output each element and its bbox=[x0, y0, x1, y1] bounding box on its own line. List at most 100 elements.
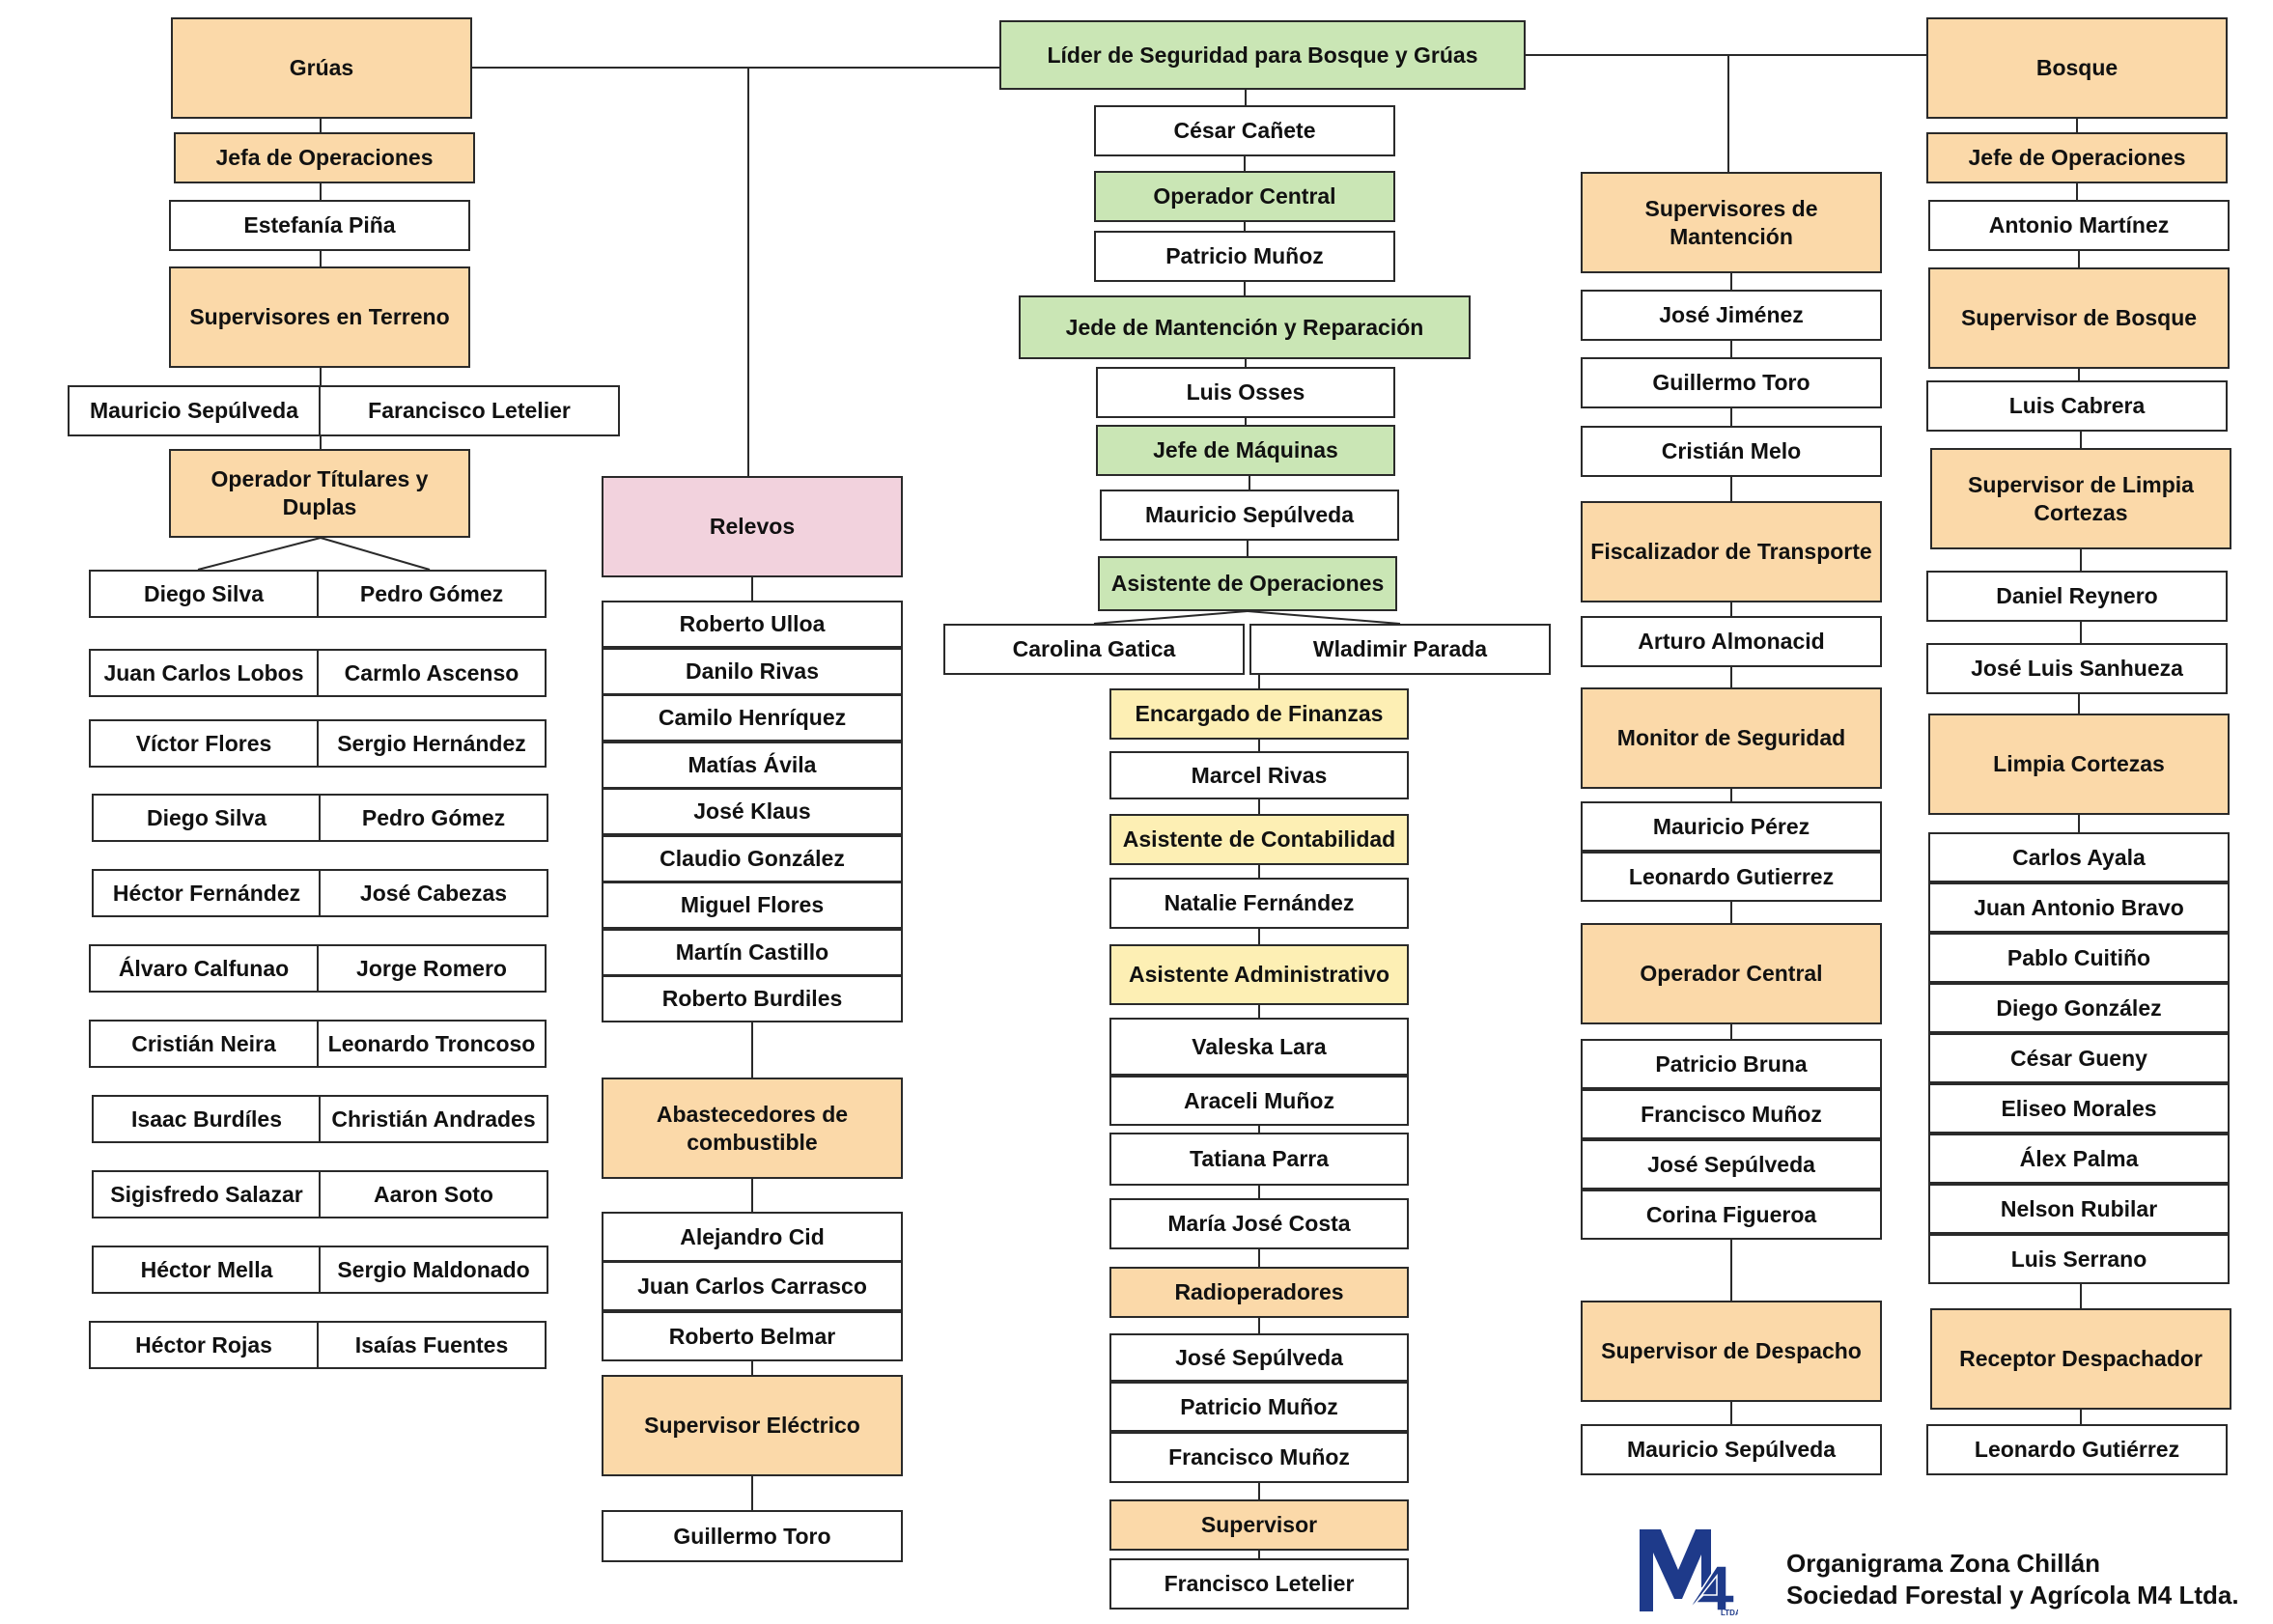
mantencion-role-box: Operador Central bbox=[1581, 923, 1882, 1024]
bosque-role-box: Limpia Cortezas bbox=[1928, 714, 2230, 815]
mantencion-name-box: Mauricio Sepúlveda bbox=[1581, 1424, 1882, 1475]
central-name-box: Wladimir Parada bbox=[1249, 624, 1551, 675]
relevos-name-box: Claudio González bbox=[602, 835, 903, 882]
central-name-box: Francisco Letelier bbox=[1109, 1558, 1409, 1610]
central-role-box: Jede de Mantención y Reparación bbox=[1019, 295, 1471, 359]
mantencion-name-box: Cristián Melo bbox=[1581, 426, 1882, 477]
m4-logo-icon: LTDA. bbox=[1640, 1529, 1738, 1616]
bosque-name-box: Carlos Ayala bbox=[1928, 832, 2230, 882]
mantencion-name-box: Francisco Muñoz bbox=[1581, 1089, 1882, 1139]
relevos-name-box: Miguel Flores bbox=[602, 882, 903, 929]
dupla-box-left: Cristián Neira bbox=[89, 1020, 319, 1068]
dupla-box-left: Sigisfredo Salazar bbox=[92, 1170, 322, 1218]
dupla-box-left: Héctor Mella bbox=[92, 1246, 322, 1294]
abastecedores-role-box: Abastecedores de combustible bbox=[602, 1078, 903, 1179]
mantencion-name-box: Corina Figueroa bbox=[1581, 1190, 1882, 1240]
bosque-role-box: Supervisor de Limpia Cortezas bbox=[1930, 448, 2231, 549]
central-name-box: Francisco Muñoz bbox=[1109, 1432, 1409, 1483]
central-name-box: Patricio Muñoz bbox=[1109, 1382, 1409, 1432]
fork-line bbox=[197, 537, 322, 571]
title-line2: Sociedad Forestal y Agrícola M4 Ltda. bbox=[1786, 1581, 2239, 1610]
central-role-box: Encargado de Finanzas bbox=[1109, 688, 1409, 740]
central-role-box: Jefe de Máquinas bbox=[1096, 425, 1395, 476]
dupla-box-left: Víctor Flores bbox=[89, 719, 319, 768]
central-role-box: Operador Central bbox=[1094, 171, 1395, 222]
relevos-name-box: Martín Castillo bbox=[602, 929, 903, 976]
leader-box: Líder de Seguridad para Bosque y Grúas bbox=[999, 20, 1526, 90]
mantencion-role-box: Fiscalizador de Transporte bbox=[1581, 501, 1882, 602]
bosque-name-box: Juan Antonio Bravo bbox=[1928, 882, 2230, 933]
mantencion-role-box: Supervisor de Despacho bbox=[1581, 1301, 1882, 1402]
gruas-supervisor-box: Farancisco Letelier bbox=[319, 385, 620, 436]
bosque-name-box: Eliseo Morales bbox=[1928, 1083, 2230, 1134]
dupla-box-left: Héctor Rojas bbox=[89, 1321, 319, 1369]
abastecedores-name-box: Alejandro Cid bbox=[602, 1212, 903, 1262]
bosque-name-box: Luis Serrano bbox=[1928, 1234, 2230, 1284]
bosque-role-box: Jefe de Operaciones bbox=[1926, 132, 2228, 183]
abastecedores-name-box: Roberto Belmar bbox=[602, 1311, 903, 1361]
logo-sub: LTDA. bbox=[1721, 1609, 1738, 1616]
relevos-name-box: Matías Ávila bbox=[602, 742, 903, 789]
mantencion-role-box: Supervisores de Mantención bbox=[1581, 172, 1882, 273]
dupla-box-left: Diego Silva bbox=[92, 794, 322, 842]
central-name-box: Luis Osses bbox=[1096, 367, 1395, 418]
bosque-name-box: José Luis Sanhueza bbox=[1926, 643, 2228, 694]
dupla-box-right: Pedro Gómez bbox=[319, 794, 548, 842]
dupla-box-left: Isaac Burdíles bbox=[92, 1095, 322, 1143]
dupla-box-left: Álvaro Calfunao bbox=[89, 944, 319, 993]
electrico-name-box: Guillermo Toro bbox=[602, 1510, 903, 1562]
central-role-box: Radioperadores bbox=[1109, 1267, 1409, 1318]
bosque-name-box: Luis Cabrera bbox=[1926, 380, 2228, 432]
central-name-box: Patricio Muñoz bbox=[1094, 231, 1395, 282]
mantencion-name-box: Guillermo Toro bbox=[1581, 357, 1882, 408]
central-name-box: Natalie Fernández bbox=[1109, 878, 1409, 929]
relevos-name-box: Roberto Ulloa bbox=[602, 601, 903, 648]
gruas-supervisores-role-box: Supervisores en Terreno bbox=[169, 266, 470, 368]
central-name-box: Mauricio Sepúlveda bbox=[1100, 490, 1399, 541]
dupla-box-right: Sergio Maldonado bbox=[319, 1246, 548, 1294]
mantencion-name-box: José Sepúlveda bbox=[1581, 1139, 1882, 1190]
fork-line bbox=[320, 537, 431, 571]
dupla-box-right: Sergio Hernández bbox=[317, 719, 547, 768]
mantencion-name-box: Patricio Bruna bbox=[1581, 1039, 1882, 1089]
relevos-name-box: Camilo Henríquez bbox=[602, 694, 903, 742]
central-name-box: María José Costa bbox=[1109, 1198, 1409, 1249]
gruas-box: Grúas bbox=[171, 17, 472, 119]
central-name-box: Araceli Muñoz bbox=[1109, 1076, 1409, 1126]
mantencion-name-box: Mauricio Pérez bbox=[1581, 801, 1882, 852]
central-name-box: Marcel Rivas bbox=[1109, 751, 1409, 799]
mantencion-name-box: José Jiménez bbox=[1581, 290, 1882, 341]
bosque-role-box: Supervisor de Bosque bbox=[1928, 267, 2230, 369]
relevos-name-box: Roberto Burdiles bbox=[602, 975, 903, 1022]
gruas-jefa-name-box: Estefanía Piña bbox=[169, 200, 470, 251]
abastecedores-name-box: Juan Carlos Carrasco bbox=[602, 1261, 903, 1311]
bosque-name-box: Diego González bbox=[1928, 983, 2230, 1033]
central-name-box: Carolina Gatica bbox=[943, 624, 1245, 675]
fork-line bbox=[1093, 610, 1249, 625]
central-role-box: Asistente de Contabilidad bbox=[1109, 814, 1409, 865]
leader-name-box: César Cañete bbox=[1094, 105, 1395, 156]
central-name-box: José Sepúlveda bbox=[1109, 1333, 1409, 1382]
central-name-box: Tatiana Parra bbox=[1109, 1133, 1409, 1186]
central-role-box: Asistente de Operaciones bbox=[1098, 556, 1397, 611]
dupla-box-left: Juan Carlos Lobos bbox=[89, 649, 319, 697]
bosque-name-box: Leonardo Gutiérrez bbox=[1926, 1424, 2228, 1475]
title-line1: Organigrama Zona Chillán bbox=[1786, 1549, 2101, 1578]
dupla-box-right: Leonardo Troncoso bbox=[317, 1020, 547, 1068]
bosque-role-box: Receptor Despachador bbox=[1930, 1308, 2231, 1410]
gruas-jefa-role-box: Jefa de Operaciones bbox=[174, 132, 475, 183]
dupla-box-right: Jorge Romero bbox=[317, 944, 547, 993]
gruas-supervisor-box: Mauricio Sepúlveda bbox=[68, 385, 321, 436]
relevos-name-box: Danilo Rivas bbox=[602, 648, 903, 695]
mantencion-name-box: Leonardo Gutierrez bbox=[1581, 852, 1882, 902]
dupla-box-right: Carmlo Ascenso bbox=[317, 649, 547, 697]
dupla-box-left: Diego Silva bbox=[89, 570, 319, 618]
dupla-box-right: José Cabezas bbox=[319, 869, 548, 917]
gruas-operadores-role-box: Operador Títulares y Duplas bbox=[169, 449, 470, 538]
dupla-box-right: Pedro Gómez bbox=[317, 570, 547, 618]
dupla-box-left: Héctor Fernández bbox=[92, 869, 322, 917]
relevos-name-box: José Klaus bbox=[602, 788, 903, 835]
bosque-box: Bosque bbox=[1926, 17, 2228, 119]
bosque-name-box: César Gueny bbox=[1928, 1033, 2230, 1083]
